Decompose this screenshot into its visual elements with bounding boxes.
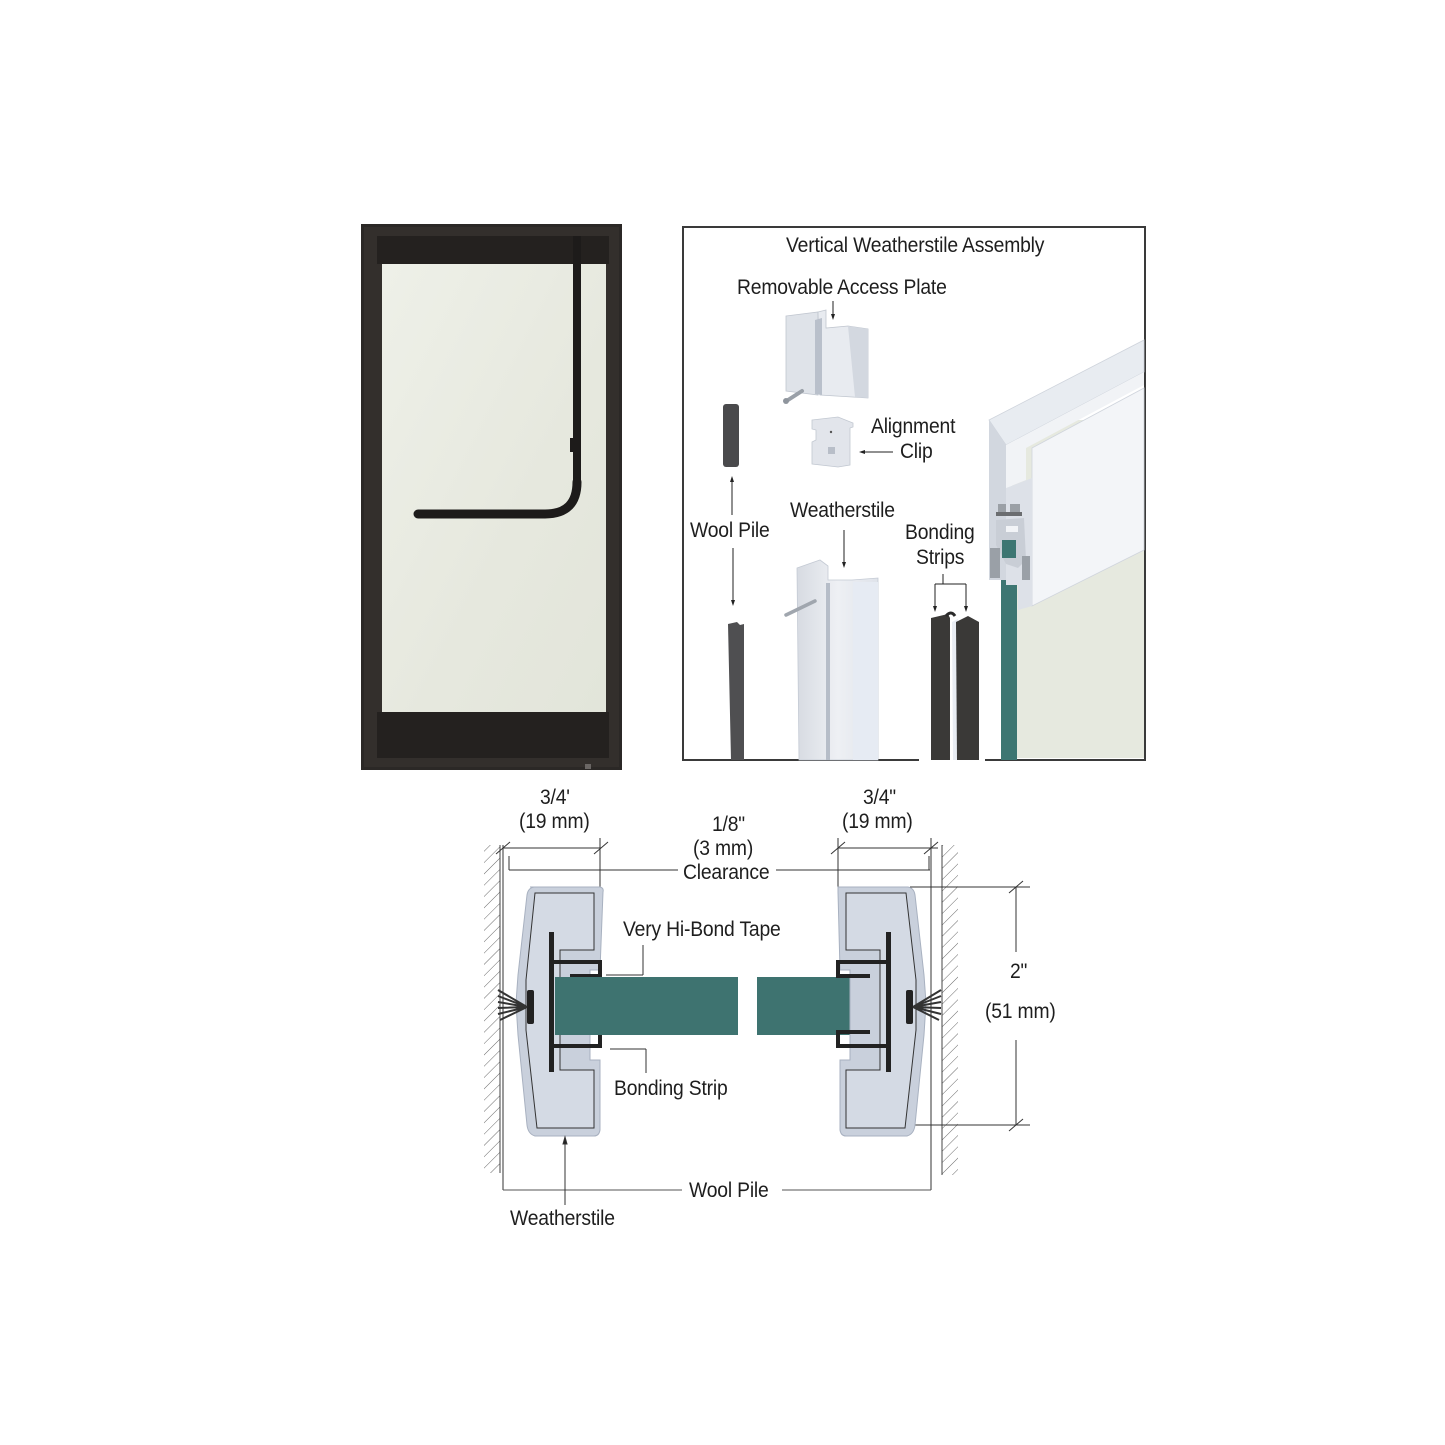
arrow-alignment-clip	[859, 450, 893, 454]
wool-pile-piece-top	[723, 404, 739, 467]
dim-clearance-label: Clearance	[683, 861, 770, 884]
dim-right-line	[830, 838, 939, 1190]
arrow-wool-pile-up	[730, 476, 734, 515]
weatherstile-part	[796, 559, 879, 761]
dim-right-mm: (19 mm)	[842, 810, 913, 833]
left-glass	[555, 977, 738, 1035]
bonding-strips-bracket	[933, 574, 968, 612]
dim-height-inches: 2"	[1010, 960, 1028, 983]
dim-left-mm: (19 mm)	[519, 810, 590, 833]
door-illustration	[361, 224, 622, 770]
dim-height-mm: (51 mm)	[985, 1000, 1056, 1023]
pin-part	[784, 599, 817, 617]
dim-left-inches: 3/4'	[540, 786, 570, 809]
label-bonding-strips-line1: Bonding	[905, 521, 975, 544]
label-bonding-strip: Bonding Strip	[614, 1077, 728, 1100]
access-plate-part	[785, 309, 869, 399]
dim-height-line	[910, 880, 1030, 1132]
assembled-view	[988, 339, 1145, 760]
label-alignment-clip-line1: Alignment	[871, 415, 956, 438]
label-wool-pile-section: Wool Pile	[689, 1179, 769, 1202]
leader-hi-bond-tape	[606, 945, 644, 976]
label-very-hi-bond-tape: Very Hi-Bond Tape	[623, 918, 781, 941]
arrow-access-plate	[831, 301, 835, 320]
label-alignment-clip-line2: Clip	[900, 440, 933, 463]
panel-bottom-border-right	[985, 759, 1146, 761]
left-wall	[484, 845, 500, 1173]
leader-bonding-strip	[610, 1048, 647, 1073]
right-weatherstile	[836, 886, 942, 1137]
dim-gap-mm: (3 mm)	[693, 837, 754, 860]
arrow-wool-pile-down	[731, 548, 735, 606]
right-wall	[942, 845, 958, 1175]
label-removable-access-plate: Removable Access Plate	[737, 276, 947, 299]
label-weatherstile-assembly: Weatherstile	[790, 499, 895, 522]
dim-gap-inches: 1/8"	[712, 813, 745, 836]
assembly-title: Vertical Weatherstile Assembly	[786, 234, 1045, 257]
wool-pile-piece-long	[728, 622, 744, 760]
screw-part	[783, 389, 804, 404]
arrow-weatherstile	[842, 530, 846, 568]
label-wool-pile-assembly: Wool Pile	[690, 519, 770, 542]
door-photo	[361, 224, 622, 770]
bonding-strips-part	[931, 611, 979, 760]
alignment-clip-part	[811, 416, 854, 468]
label-bonding-strips-line2: Strips	[916, 546, 965, 569]
label-weatherstile-section: Weatherstile	[510, 1207, 615, 1230]
dim-right-inches: 3/4"	[863, 786, 896, 809]
leader-weatherstile	[562, 1135, 568, 1205]
